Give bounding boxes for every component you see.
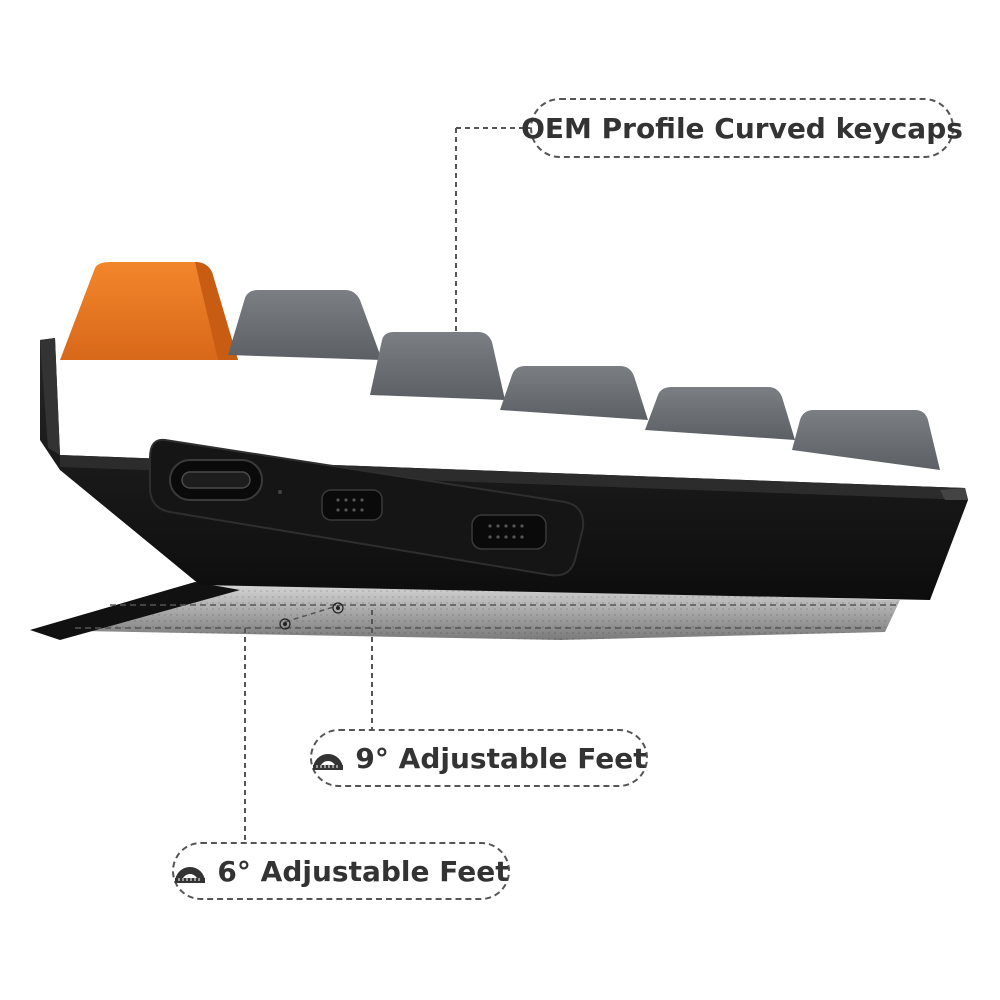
keycap-gray: [645, 387, 795, 440]
keycap-orange: [60, 262, 238, 360]
feet-leaders: [244, 610, 373, 842]
mode-switch: [321, 489, 383, 521]
keycap-gray: [792, 410, 940, 470]
keycap-gray: [228, 290, 382, 360]
keycaps: [60, 262, 940, 470]
port-panel: [149, 438, 585, 577]
keycaps-callout: OEM Profile Curved keycaps: [521, 98, 963, 158]
keycap-gray: [500, 366, 648, 420]
protractor-icon: [175, 867, 206, 883]
protractor-icon: [313, 754, 344, 770]
keycaps-leader: [448, 127, 530, 368]
keycap-gray: [370, 332, 505, 400]
os-switch: [471, 514, 547, 550]
indicator-led: [278, 490, 282, 494]
feet-6-callout-label: 6° Adjustable Feet: [217, 854, 509, 888]
keycaps-callout-label: OEM Profile Curved keycaps: [521, 111, 963, 145]
feet-9-callout: 9° Adjustable Feet: [310, 729, 648, 787]
adjustable-feet: [30, 582, 900, 640]
feet-9-callout-label: 9° Adjustable Feet: [355, 741, 647, 775]
feet-6-callout: 6° Adjustable Feet: [172, 842, 510, 900]
